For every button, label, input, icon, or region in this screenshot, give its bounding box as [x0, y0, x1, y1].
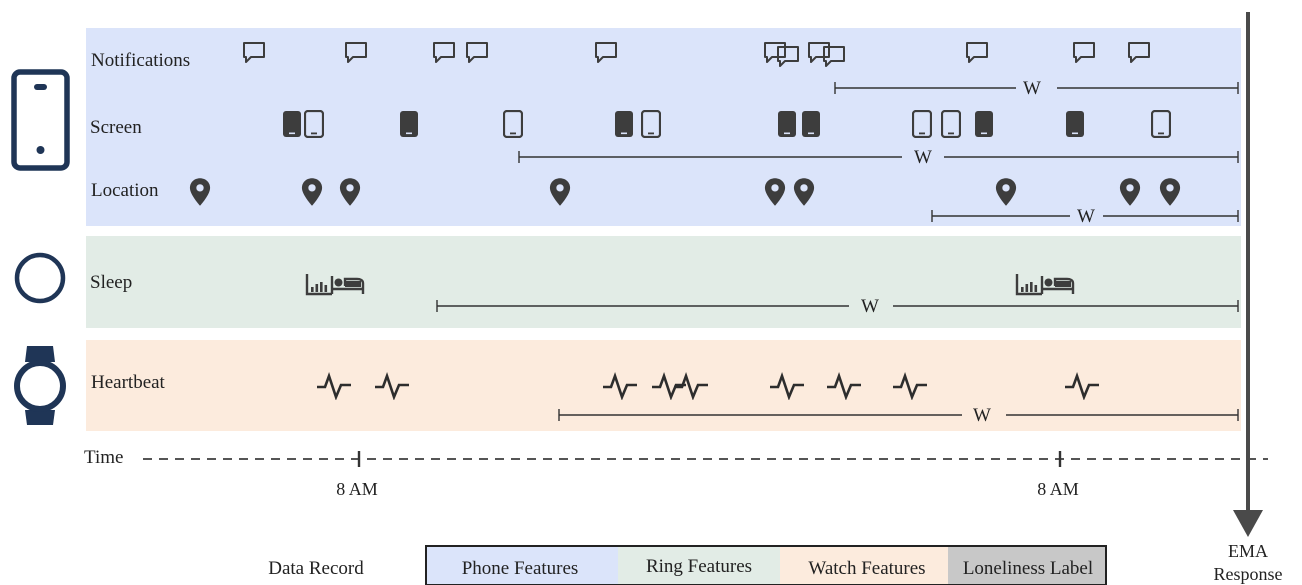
legend-ring-swatch: [618, 546, 780, 585]
screen-window-bracket: [518, 151, 1239, 163]
legend-loneliness-label: Loneliness Label: [963, 558, 1093, 579]
smartphone-icon: [11, 69, 70, 171]
legend-phone-label: Phone Features: [462, 558, 579, 579]
phone-screen-off-icon: [1066, 111, 1084, 137]
notifications-window-label: W: [1023, 78, 1041, 99]
sleep-row-label: Sleep: [90, 272, 132, 293]
time-tick-label-1: 8 AM: [336, 479, 378, 499]
notifications-window-bracket: [834, 82, 1239, 94]
ema-label-line2: Response: [1214, 564, 1283, 584]
screen-window-label: W: [914, 147, 932, 168]
legend-box: [425, 545, 1107, 585]
ema-response-arrow: [1233, 12, 1263, 537]
legend-phone-swatch: [426, 546, 618, 585]
legend-watch-label: Watch Features: [808, 558, 925, 579]
phone-screen-off-icon: [778, 111, 796, 137]
phone-screen-off-icon: [283, 111, 301, 137]
legend-ring-label: Ring Features: [646, 556, 752, 577]
heartbeat-window-bracket: [558, 409, 1239, 421]
notifications-row-label: Notifications: [91, 50, 190, 71]
legend-loneliness-swatch: [948, 546, 1106, 585]
phone-features-band: [86, 28, 1241, 226]
sleep-window-label: W: [861, 296, 879, 317]
ema-label-line1: EMA: [1228, 541, 1268, 561]
heartbeat-window-label: W: [973, 405, 991, 426]
phone-screen-off-icon: [975, 111, 993, 137]
smartwatch-icon: [14, 346, 66, 425]
phone-screen-off-icon: [802, 111, 820, 137]
legend-watch-swatch: [780, 546, 948, 585]
location-row-label: Location: [91, 180, 159, 201]
time-axis-label: Time: [84, 447, 123, 468]
time-tick-label-2: 8 AM: [1037, 479, 1079, 499]
phone-screen-off-icon: [400, 111, 418, 137]
legend-title: Data Record: [268, 558, 364, 579]
watch-features-band: [86, 340, 1241, 431]
sleep-window-bracket: [436, 300, 1239, 312]
location-window-label: W: [1077, 206, 1095, 227]
ring-icon: [14, 252, 66, 304]
location-window-bracket: [931, 210, 1239, 222]
heartbeat-row-label: Heartbeat: [91, 372, 166, 393]
screen-row-label: Screen: [90, 117, 142, 138]
phone-screen-off-icon: [615, 111, 633, 137]
